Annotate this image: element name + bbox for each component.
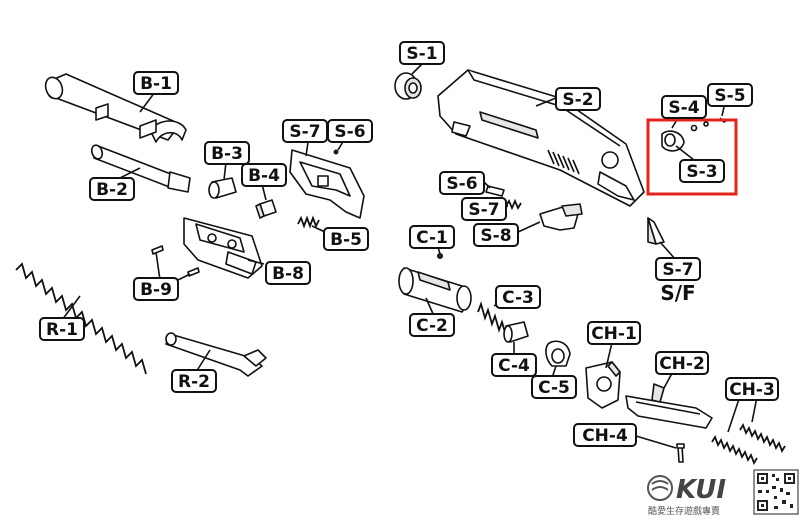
- label-c1: C-1: [409, 225, 455, 249]
- label-s4: S-4: [661, 95, 707, 119]
- label-r2: R-2: [171, 369, 217, 393]
- label-ch1: CH-1: [587, 321, 641, 345]
- label-s7: S-7: [461, 197, 507, 221]
- hammer-part: [585, 361, 621, 409]
- label-c2-text: C-2: [416, 316, 448, 336]
- brand-logo-text: KUI: [676, 475, 726, 505]
- label-b4: B-4: [241, 163, 287, 187]
- label-b2: B-2: [89, 177, 135, 201]
- label-b3: B-3: [204, 141, 250, 165]
- cylinder-nozzle-part: [398, 267, 472, 313]
- label-s7-sf-text: S-7: [662, 260, 693, 280]
- label-b9: B-9: [133, 277, 179, 301]
- label-ch2: CH-2: [655, 351, 709, 375]
- label-b1-text: B-1: [140, 74, 172, 94]
- label-b5: B-5: [323, 227, 369, 251]
- label-r1-text: R-1: [46, 320, 78, 340]
- qr-code-icon: [753, 469, 799, 515]
- label-b8: B-8: [265, 261, 311, 285]
- label-s5: S-5: [707, 83, 753, 107]
- label-s2-text: S-2: [562, 90, 593, 110]
- cylinder-valve-part: [545, 340, 571, 367]
- label-s3-text: S-3: [686, 162, 717, 182]
- label-c4-text: C-4: [498, 356, 530, 376]
- label-b2-text: B-2: [96, 180, 128, 200]
- label-ch4-text: CH-4: [582, 426, 628, 446]
- label-s6-text: S-6: [446, 174, 477, 194]
- slide-small-parts: [661, 117, 729, 152]
- inner-barrel-part: [90, 144, 191, 193]
- cylinder-pin-part: [437, 253, 443, 259]
- label-s1-text: S-1: [406, 44, 437, 64]
- sear-parts: [485, 185, 583, 231]
- cylinder-head-part: [503, 321, 529, 343]
- cylinder-spring-part: [477, 301, 510, 339]
- label-b1: B-1: [133, 71, 179, 95]
- hop-up-chamber-part: [183, 217, 263, 279]
- label-b4-text: B-4: [248, 166, 280, 186]
- label-c2: C-2: [409, 313, 455, 337]
- slide-serrations: [547, 149, 580, 175]
- label-b9-text: B-9: [140, 280, 172, 300]
- safety-caption: S/F: [660, 281, 695, 305]
- guide-rod-part: [165, 332, 267, 377]
- label-c3: C-3: [495, 285, 541, 309]
- label-s4-text: S-4: [668, 98, 699, 118]
- label-b6-text: S-6: [334, 122, 365, 142]
- label-b8-text: B-8: [272, 264, 304, 284]
- frame-bar-part: [625, 383, 713, 429]
- slide-cap-part: [394, 72, 422, 100]
- label-s2: S-2: [555, 87, 601, 111]
- label-c3-text: C-3: [502, 288, 534, 308]
- label-ch4: CH-4: [573, 423, 637, 447]
- label-b7-text: S-7: [289, 122, 320, 142]
- label-ch1-text: CH-1: [591, 324, 637, 344]
- label-s8: S-8: [473, 223, 519, 247]
- slide-rear-plate-part: [289, 149, 365, 219]
- recoil-spring-part: [15, 262, 147, 375]
- label-c4: C-4: [491, 353, 537, 377]
- label-b6: S-6: [327, 119, 373, 143]
- label-s7-text: S-7: [468, 200, 499, 220]
- label-r1: R-1: [39, 317, 85, 341]
- hop-up-block-part: [255, 199, 277, 219]
- brand-logo: KUI 酷愛生存遊戲專賣: [647, 475, 726, 517]
- hop-up-rubber-part: [208, 177, 237, 199]
- label-c5: C-5: [531, 375, 577, 399]
- outer-barrel-part: [44, 73, 187, 143]
- label-s3: S-3: [679, 159, 725, 183]
- safety-part: [647, 217, 665, 245]
- label-s5-text: S-5: [714, 86, 745, 106]
- label-ch3-text: CH-3: [729, 380, 775, 400]
- label-c1-text: C-1: [416, 228, 448, 248]
- label-ch2-text: CH-2: [659, 354, 705, 374]
- label-s1: S-1: [399, 41, 445, 65]
- slide-body-part: [437, 69, 645, 207]
- label-s6: S-6: [439, 171, 485, 195]
- label-b5-text: B-5: [330, 230, 362, 250]
- label-s7-sf: S-7: [655, 257, 701, 281]
- frame-springs-part: [711, 422, 786, 466]
- kui-emblem-icon: [647, 475, 673, 501]
- label-c5-text: C-5: [538, 378, 570, 398]
- small-spring-part: [297, 215, 320, 229]
- brand-tagline: 酷愛生存遊戲專賣: [648, 505, 720, 517]
- frame-pin-part: [676, 443, 685, 463]
- label-b3-text: B-3: [211, 144, 243, 164]
- label-b7: S-7: [282, 119, 328, 143]
- label-ch3: CH-3: [725, 377, 779, 401]
- label-r2-text: R-2: [178, 372, 210, 392]
- highlight-box: [646, 118, 738, 196]
- label-s8-text: S-8: [480, 226, 511, 246]
